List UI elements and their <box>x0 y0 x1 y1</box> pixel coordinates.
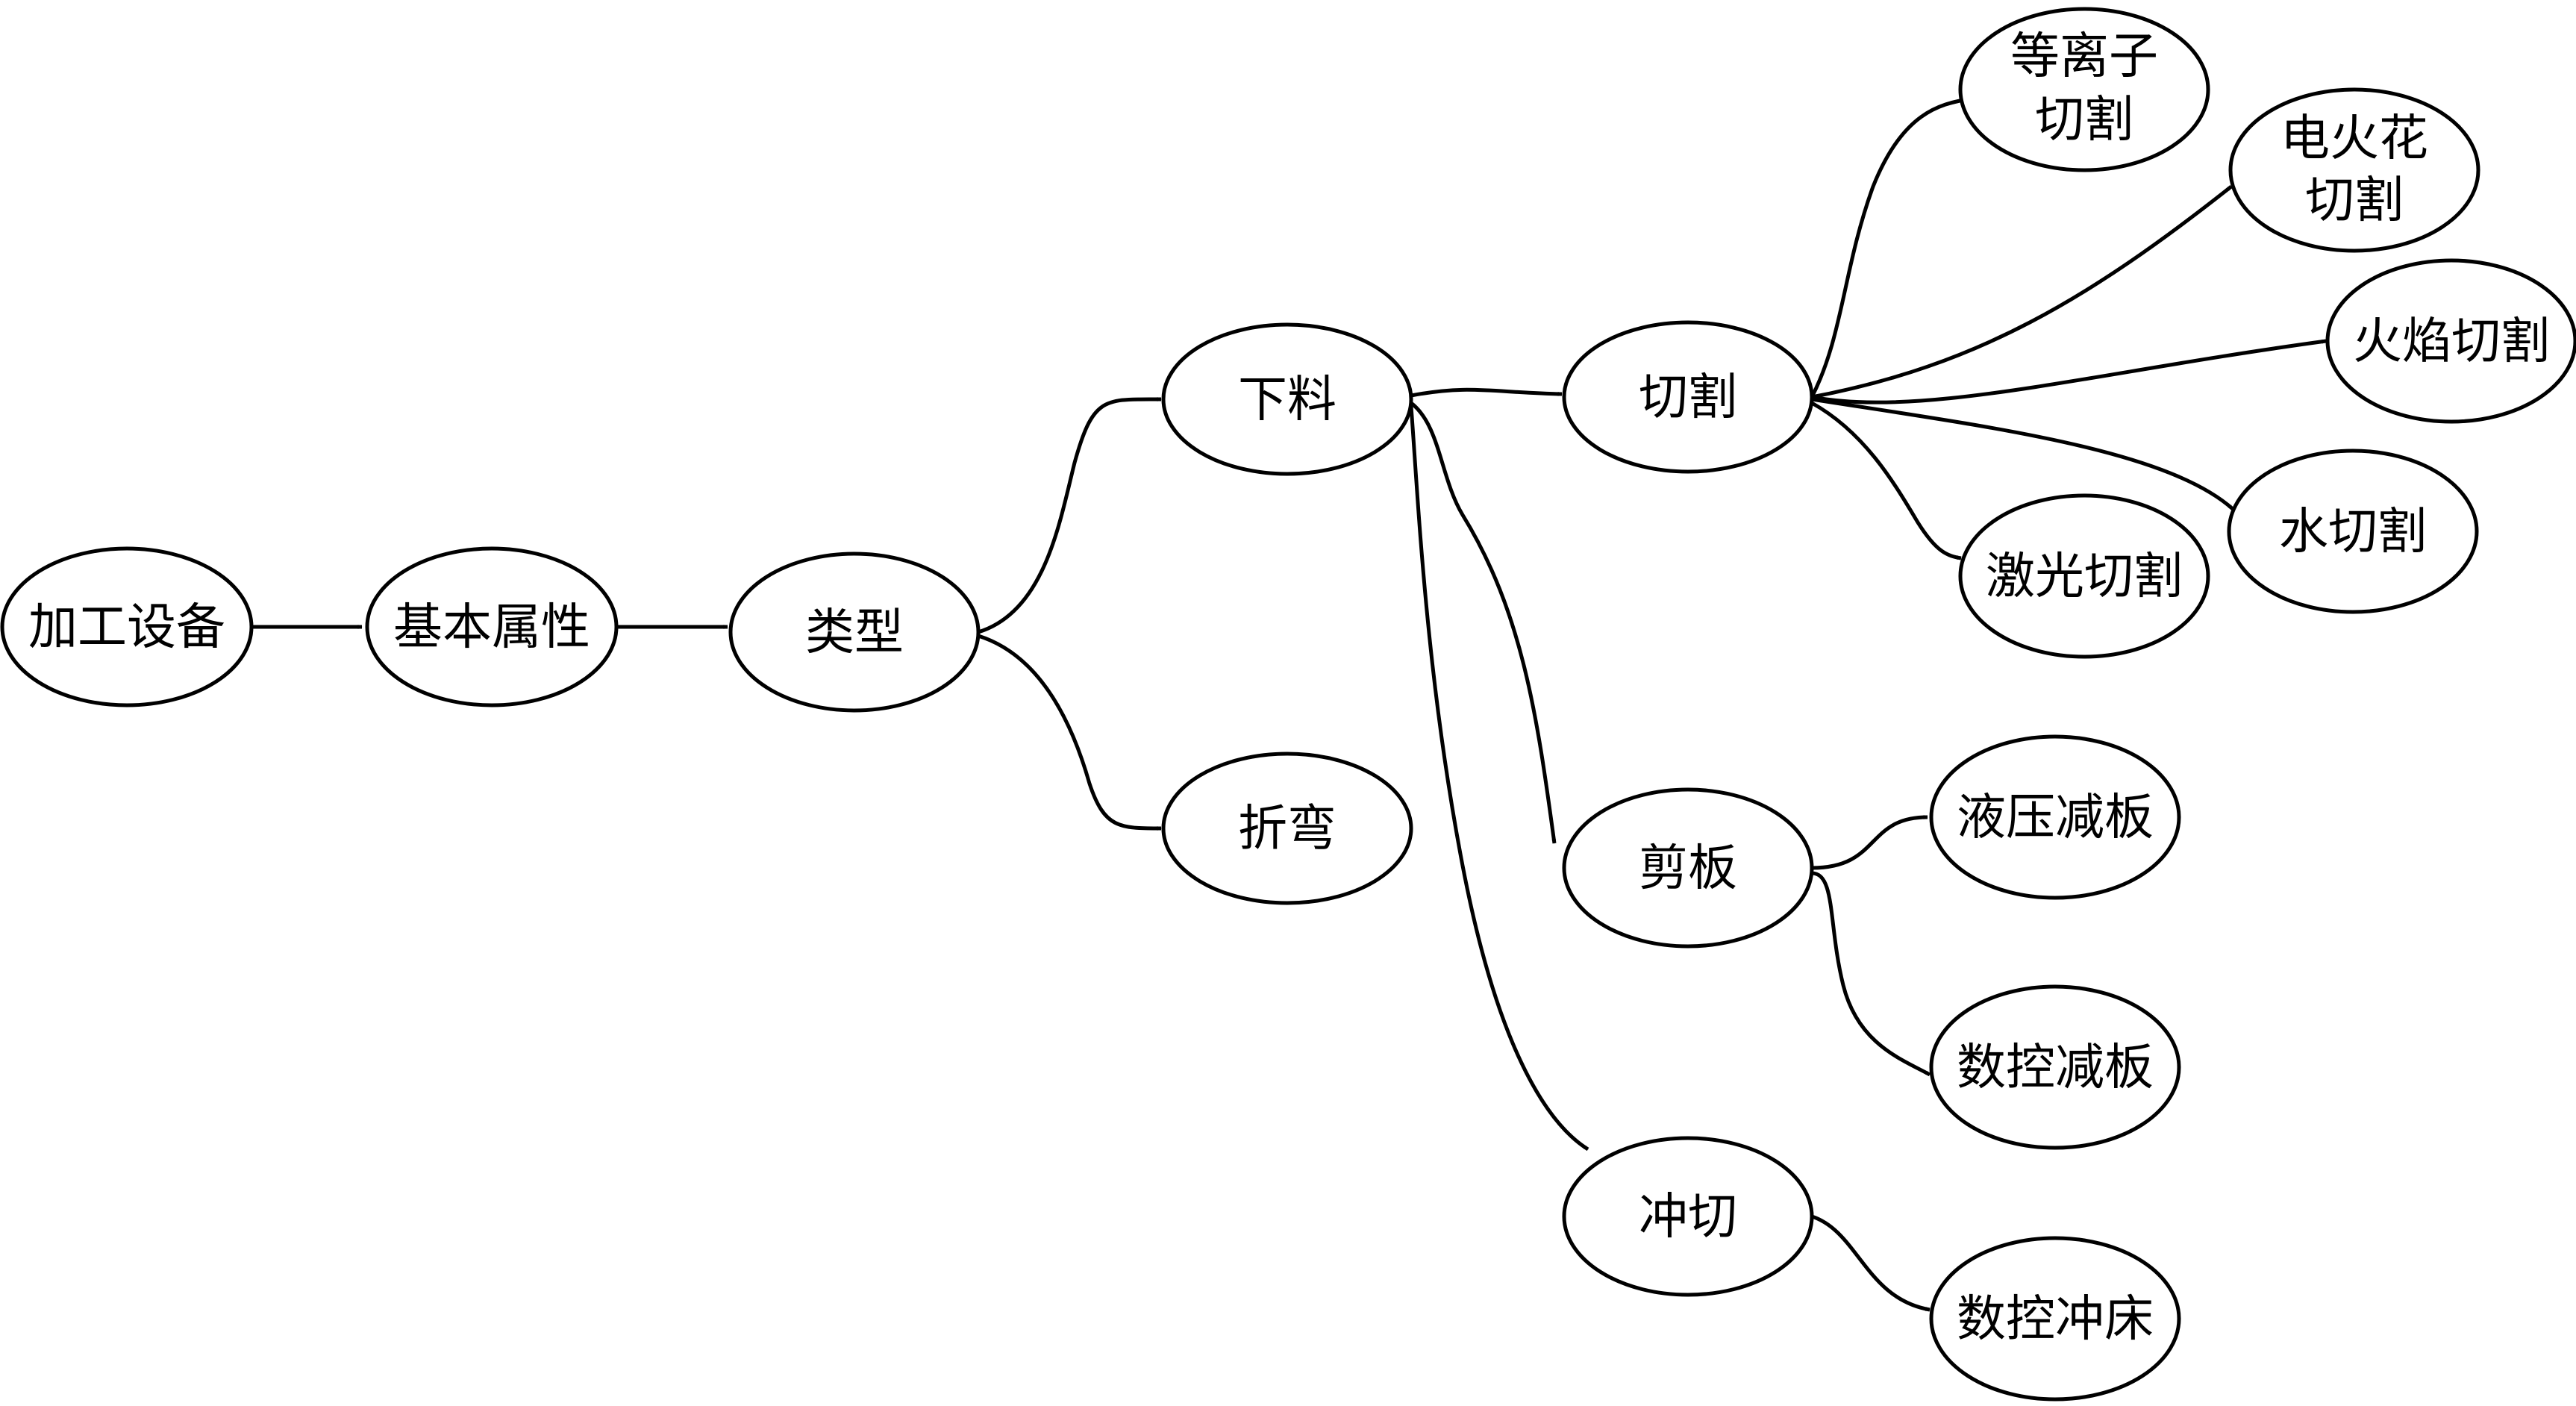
node-label: 加工设备 <box>28 599 225 656</box>
node-cnc-shear: 数控减板 <box>1929 984 2181 1150</box>
node-cutting: 切割 <box>1562 320 1814 474</box>
edge-blanking-punching <box>1409 406 1589 1152</box>
edge-type-blanking <box>978 396 1162 634</box>
node-label: 数控减板 <box>1957 1039 2154 1096</box>
edge-shearing-hydraulic-shear <box>1811 815 1928 870</box>
edge-blanking-cutting <box>1410 387 1563 398</box>
node-flame: 火焰切割 <box>2325 258 2576 424</box>
node-water: 水切割 <box>2227 449 2479 614</box>
node-punching: 冲切 <box>1562 1136 1814 1297</box>
node-label: 切割 <box>1639 369 1737 426</box>
node-label: 火焰切割 <box>2353 313 2550 370</box>
node-label: 基本属性 <box>393 599 590 656</box>
edge-cutting-flame <box>1811 339 2327 404</box>
node-basic-attr: 基本属性 <box>365 546 619 707</box>
node-label: 数控冲床 <box>1957 1290 2154 1348</box>
node-laser: 激光切割 <box>1958 493 2210 659</box>
node-label-line1: 等离子 <box>2010 28 2158 85</box>
node-cnc-punch: 数控冲床 <box>1929 1236 2181 1402</box>
nodes: 加工设备 基本属性 类型 下料 折弯 切割 剪板 冲切 <box>0 7 2576 1402</box>
node-hydraulic-shear: 液压减板 <box>1929 734 2181 900</box>
node-label: 液压减板 <box>1957 789 2154 846</box>
edge-cutting-laser <box>1810 401 1962 560</box>
edge-cutting-edm <box>1811 185 2233 399</box>
edge-type-bending <box>978 634 1162 831</box>
node-type: 类型 <box>728 552 981 713</box>
node-blanking: 下料 <box>1161 322 1413 476</box>
node-label: 下料 <box>1238 371 1337 428</box>
node-label: 水切割 <box>2279 503 2427 560</box>
node-edm: 电火花 切割 <box>2228 87 2480 253</box>
edges <box>251 97 2327 1312</box>
node-label: 冲切 <box>1639 1188 1737 1246</box>
node-equipment: 加工设备 <box>0 546 254 707</box>
node-label-line1: 电火花 <box>2280 110 2428 167</box>
edge-shearing-cnc-shear <box>1811 871 1931 1077</box>
edge-blanking-shearing <box>1410 402 1557 844</box>
node-bending: 折弯 <box>1161 752 1413 905</box>
node-label: 折弯 <box>1238 800 1337 857</box>
edge-cutting-water <box>1811 397 2234 510</box>
node-label: 类型 <box>805 604 904 661</box>
node-shearing: 剪板 <box>1562 787 1814 949</box>
edge-punching-cnc-punch <box>1811 1214 1931 1312</box>
node-label: 激光切割 <box>1986 548 2183 605</box>
node-label-line2: 切割 <box>2305 172 2404 229</box>
node-label-line2: 切割 <box>2035 91 2133 149</box>
node-plasma: 等离子 切割 <box>1958 7 2210 172</box>
node-label: 剪板 <box>1639 840 1737 897</box>
edge-cutting-plasma <box>1810 97 1968 399</box>
